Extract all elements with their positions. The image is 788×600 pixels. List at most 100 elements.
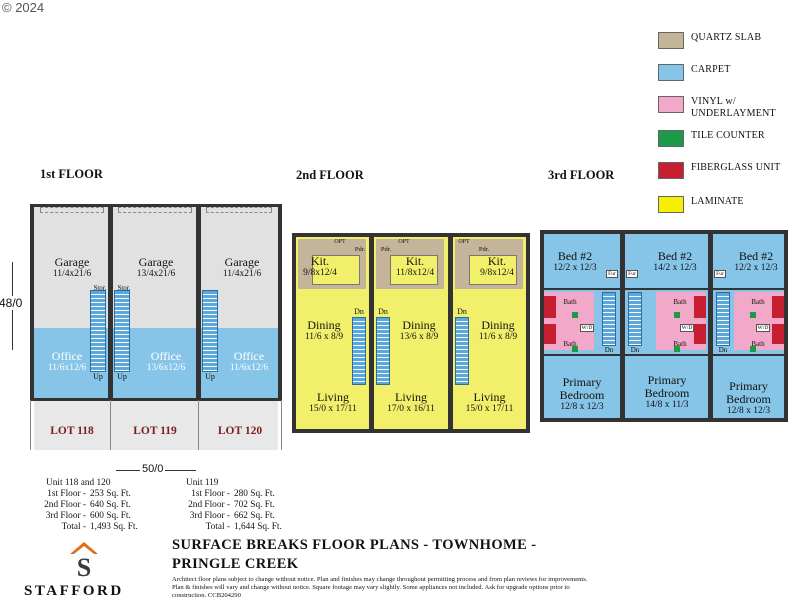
lot-label: LOT 118 (50, 425, 94, 437)
legend-item-fiberglass: FIBERGLASS UNIT (658, 162, 780, 179)
office-area (34, 328, 278, 400)
bath-label: Bath (563, 340, 577, 348)
legend-item-tile: TILE COUNTER (658, 130, 765, 147)
legend-item-laminate: LAMINATE (658, 196, 744, 213)
kitchen-label: Kit.9/8x12/4 (480, 254, 514, 279)
legend-swatch (658, 64, 684, 81)
stairs (90, 290, 106, 372)
legend-label: TILE COUNTER (691, 130, 765, 141)
third-floor-plan: Dn Dn Dn Fur Fur Fur Bath Bath Bath Bath… (540, 230, 788, 422)
stairs (628, 292, 642, 346)
down-label: Dn (718, 346, 728, 354)
legend-label: FIBERGLASS UNIT (691, 162, 781, 173)
legend-item-quartz: QUARTZ SLAB (658, 32, 761, 49)
legend-label: CARPET (691, 64, 731, 75)
logo-letter: S (77, 553, 91, 580)
storage-label: Stor. (93, 284, 107, 292)
down-label: Dn (354, 307, 364, 316)
disclaimer-line: Plan & finishes will vary and change wit… (172, 583, 570, 591)
unit-name: Unit 119 (186, 478, 219, 488)
legend-label: QUARTZ SLAB (691, 32, 762, 43)
up-label: Up (93, 372, 103, 381)
bath-label: Bath (751, 340, 765, 348)
stairs (376, 317, 390, 385)
unit-name: Unit 118 and 120 (46, 478, 111, 488)
disclaimer: Architect floor plans subject to change … (172, 576, 692, 599)
legend-swatch (658, 162, 684, 179)
page-subtitle: PRINGLE CREEK (172, 556, 299, 572)
lot-label: LOT 120 (217, 425, 263, 437)
legend-swatch (658, 130, 684, 147)
legend-label: VINYL w/ UNDERLAYMENT (691, 96, 776, 119)
stairs (455, 317, 469, 385)
second-floor-title: 2nd FLOOR (296, 168, 364, 182)
height-dimension-label: 48/0 (0, 296, 23, 310)
stairs (114, 290, 130, 372)
powder-label: Pdr. (478, 246, 490, 253)
stairs (716, 292, 730, 346)
down-label: Dn (630, 346, 640, 354)
kitchen-label: Kit.9/8x12/4 (303, 254, 337, 279)
down-label: Dn (378, 307, 388, 316)
legend-swatch (658, 32, 684, 49)
second-floor-plan: Dn Dn Dn OPT Pdr. Pdr. OPT OPT Pdr. Kit.… (292, 233, 530, 433)
copyright-text: © 2024 (2, 0, 45, 15)
legend-label: LAMINATE (691, 196, 744, 207)
furnace-label: Fur (626, 270, 638, 278)
lot-area (34, 400, 278, 450)
stairs (602, 292, 616, 346)
stafford-logo-mark: S (62, 538, 106, 582)
legend-swatch (658, 96, 684, 113)
bath-label: Bath (751, 298, 765, 306)
bath-label: Bath (673, 340, 687, 348)
opt-label: OPT (458, 239, 470, 245)
disclaimer-line: construction. CCB204290 (172, 591, 241, 599)
lot-label: LOT 119 (133, 425, 177, 437)
furnace-label: Fur (606, 270, 618, 278)
unit-info-119: Unit 119 1st Floor -280 Sq. Ft. 2nd Floo… (160, 478, 310, 533)
washer-dryer-label: W/D (680, 324, 694, 332)
powder-label: Pdr. (380, 246, 392, 253)
down-label: Dn (604, 346, 614, 354)
kitchen-label: Kit.11/8x12/4 (395, 254, 435, 279)
down-label: Dn (457, 307, 467, 316)
bath-label: Bath (563, 298, 577, 306)
garage-area (34, 206, 278, 328)
legend-item-vinyl: VINYL w/ UNDERLAYMENT (658, 96, 776, 120)
washer-dryer-label: W/D (580, 324, 594, 332)
furnace-label: Fur (714, 270, 726, 278)
powder-label: Pdr. (354, 246, 366, 253)
legend-swatch (658, 196, 684, 213)
storage-label: Stor. (117, 284, 131, 292)
legend-item-carpet: CARPET (658, 64, 731, 81)
unit-info-118-120: Unit 118 and 120 1st Floor -253 Sq. Ft. … (16, 478, 166, 533)
disclaimer-line: Architect floor plans subject to change … (172, 576, 588, 583)
width-dimension-label: 50/0 (140, 463, 166, 475)
opt-label: OPT (334, 239, 346, 245)
stairs (352, 317, 366, 385)
page-title: SURFACE BREAKS FLOOR PLANS - TOWNHOME - (172, 537, 537, 553)
washer-dryer-label: W/D (756, 324, 770, 332)
logo-wordmark: STAFFORD (24, 583, 124, 599)
up-label: Up (205, 372, 215, 381)
up-label: Up (117, 372, 127, 381)
